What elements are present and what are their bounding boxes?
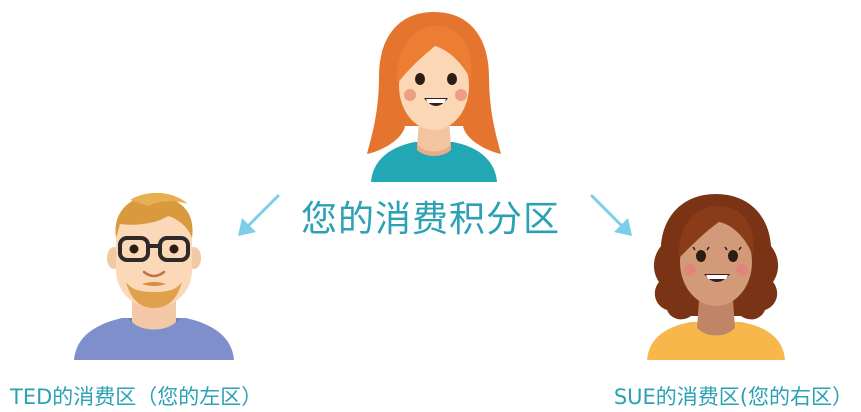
- woman-red-hair-avatar-icon: [367, 12, 501, 182]
- arrow-down-left-icon: [238, 194, 280, 236]
- left-label: TED的消费区（您的左区）: [10, 385, 263, 409]
- woman-curly-brown-hair-avatar-icon: [647, 194, 785, 360]
- arrow-down-right-icon: [590, 194, 632, 236]
- center-label: 您的消费积分区: [300, 199, 560, 240]
- right-label: SUE的消费区(您的右区）: [613, 385, 853, 409]
- man-glasses-beard-avatar-icon: [74, 192, 234, 360]
